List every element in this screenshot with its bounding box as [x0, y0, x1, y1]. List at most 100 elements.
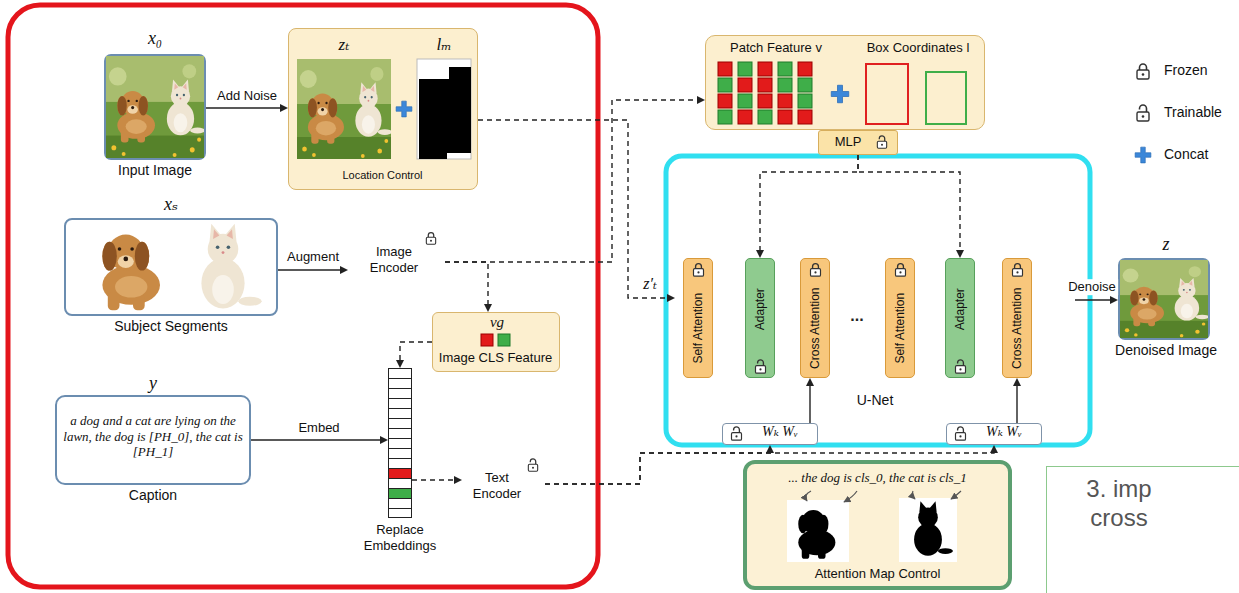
arrow-head: [806, 378, 814, 386]
weight-box: Wₖ Wᵥ: [722, 423, 818, 445]
rect-shape: [778, 78, 792, 92]
arrow-head: [484, 304, 492, 312]
weight-box: Wₖ Wᵥ: [946, 423, 1042, 445]
feature-box: Patch Feature v Box Coordinates l: [705, 35, 985, 130]
encoder-trapezoid: Image Encoder: [348, 222, 445, 298]
rect-shape: [758, 94, 772, 108]
attention-map-box: ... the dog is cls_0, the cat is cls_1At…: [743, 460, 1012, 590]
dashed-connector-line: [545, 451, 770, 484]
connector: [412, 476, 462, 484]
node-text: Self Attention: [893, 281, 907, 375]
trainable-lock-icon: [953, 359, 968, 374]
path-shape: [912, 491, 915, 499]
rect-shape: [778, 62, 792, 76]
rect-shape: [389, 409, 412, 419]
rect-shape: [778, 94, 792, 108]
trainable-lock-icon: [953, 426, 968, 441]
rect-shape: [866, 64, 908, 124]
connector: [251, 436, 388, 444]
unet-shape-fill: [675, 190, 1075, 420]
rect-shape: [389, 459, 412, 469]
legend-item: Frozen: [1134, 60, 1234, 82]
frozen-lock-icon: [1134, 62, 1152, 80]
heading-text: Denoised Image: [1098, 342, 1234, 359]
node-text: Cross Attention: [1010, 281, 1024, 375]
dashed-connector-line: [400, 342, 432, 362]
edge-label: Embed: [296, 420, 341, 436]
feature-box: vgImage CLS Feature: [432, 312, 560, 372]
use-shape: [914, 501, 953, 556]
icon-symbol: [694, 264, 704, 277]
node-text: vg: [477, 313, 517, 331]
arrow-head: [340, 266, 348, 274]
icon-symbol: [732, 427, 742, 440]
legend-text: Trainable: [1164, 104, 1222, 121]
image-frame: xₛSubject Segments: [64, 218, 278, 316]
node-text: Self Attention: [691, 281, 705, 375]
legend-text: Frozen: [1164, 62, 1208, 79]
frozen-lock-icon: [691, 262, 706, 277]
rect-shape: [718, 62, 732, 76]
icon-symbol: [1135, 147, 1151, 163]
icon-symbol: [896, 264, 906, 277]
rect-shape: [798, 94, 812, 108]
connector: [445, 96, 705, 262]
rect-shape: [926, 72, 966, 124]
rect-shape: [718, 94, 732, 108]
rect-shape: [738, 62, 752, 76]
segments-illustration: [66, 220, 276, 314]
trainable-lock-icon: [1134, 104, 1152, 122]
rect-shape: [787, 500, 849, 562]
rect-shape: [778, 110, 792, 124]
arrow-head: [280, 104, 288, 112]
note-box: 3. imp cross: [1046, 466, 1239, 593]
frozen-lock-icon: [808, 262, 823, 277]
node-text: Wₖ Wᵥ: [749, 424, 811, 441]
rect-shape: [389, 479, 412, 489]
connector-line: [809, 384, 810, 423]
node-text: Box Coordinates l: [856, 40, 980, 56]
g-shape: [718, 62, 812, 124]
rect-shape: [798, 110, 812, 124]
rect-shape: [389, 499, 412, 509]
connector: [806, 378, 814, 423]
node-text: Patch Feature v: [712, 40, 840, 56]
encoder-trapezoid-fill: [462, 428, 545, 540]
icon-symbol: [1013, 264, 1023, 277]
use-shape: [106, 56, 204, 158]
heading-text: x₀: [76, 28, 234, 50]
edge-label: Augment: [285, 249, 341, 265]
connector: [545, 445, 774, 484]
rect-shape: [758, 110, 772, 124]
rect-shape: [389, 469, 412, 479]
attention-block: Self Attention: [683, 258, 713, 378]
edge-label: Add Noise: [215, 88, 279, 104]
path-shape: [844, 491, 857, 502]
icon-symbol: [1137, 64, 1149, 79]
heading-text: y: [37, 373, 269, 395]
connector: [858, 155, 964, 258]
rect-shape: [738, 78, 752, 92]
rect-shape: [798, 62, 812, 76]
rect-shape: [417, 59, 471, 159]
heading-text: xₛ: [46, 194, 296, 216]
trainable-lock-icon: [729, 426, 744, 441]
heading-text: Input Image: [66, 162, 244, 179]
cyan-region-outline: [666, 156, 1090, 445]
rect-shape: [798, 78, 812, 92]
icon-symbol: [756, 360, 766, 373]
encoder-trapezoid-fill: [348, 222, 445, 298]
image-frame: x₀Input Image: [104, 54, 206, 160]
rect-shape: [389, 419, 412, 429]
arrow-head: [454, 476, 462, 484]
node-text: Adapter: [953, 262, 967, 356]
location-control-box: zₜlₘLocation Control: [288, 28, 478, 190]
icon-symbol: [426, 233, 435, 245]
icon-symbol: [956, 427, 966, 440]
heading-text: Subject Segments: [46, 318, 296, 335]
node-text: Attention Map Control: [747, 566, 1008, 582]
arrow-head: [380, 436, 388, 444]
connector: [396, 342, 432, 368]
path-shape: [951, 491, 961, 499]
